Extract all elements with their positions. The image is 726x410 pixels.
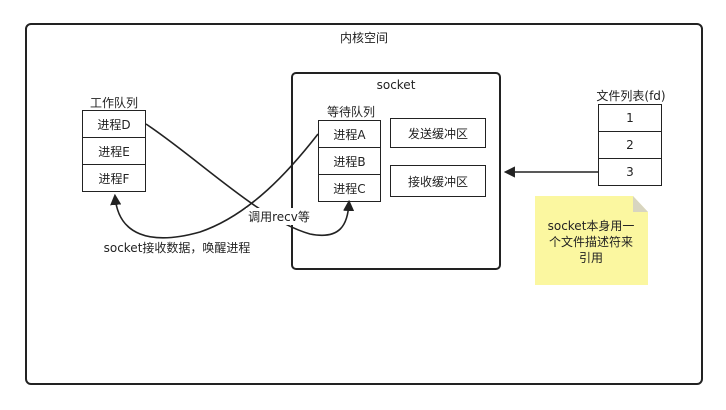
- wakeup-label: socket接收数据，唤醒进程: [96, 239, 258, 256]
- socket-title: socket: [376, 78, 416, 92]
- recv-call-label: 调用recv等: [246, 208, 312, 225]
- wait-queue-item-b[interactable]: 进程B: [318, 147, 381, 175]
- wait-queue-item-c[interactable]: 进程C: [318, 174, 381, 202]
- work-queue-item-f[interactable]: 进程F: [82, 164, 146, 192]
- work-queue-title: 工作队列: [89, 96, 138, 110]
- send-buffer[interactable]: 发送缓冲区: [390, 118, 486, 148]
- wait-queue-item-a[interactable]: 进程A: [318, 120, 381, 148]
- note-text: socket本身用一 个文件描述符来 引用: [537, 218, 645, 266]
- fd-table-item-1[interactable]: 1: [598, 104, 662, 132]
- work-queue-item-e[interactable]: 进程E: [82, 137, 146, 165]
- note-line-3: 引用: [578, 251, 603, 265]
- fd-table-item-2[interactable]: 2: [598, 131, 662, 159]
- recv-call-arrow: [145, 123, 355, 237]
- wait-queue-title: 等待队列: [326, 105, 375, 119]
- note-line-2: 个文件描述符来: [548, 235, 633, 249]
- fd-table-title: 文件列表(fd): [596, 89, 666, 103]
- kernel-space-container: [25, 23, 703, 385]
- recv-buffer[interactable]: 接收缓冲区: [390, 165, 486, 197]
- socket-box: [291, 72, 501, 270]
- kernel-space-title: 内核空间: [339, 31, 388, 45]
- note-line-1: socket本身用一: [547, 219, 635, 233]
- wakeup-arrow: [110, 133, 319, 239]
- fd-table-item-3[interactable]: 3: [598, 158, 662, 186]
